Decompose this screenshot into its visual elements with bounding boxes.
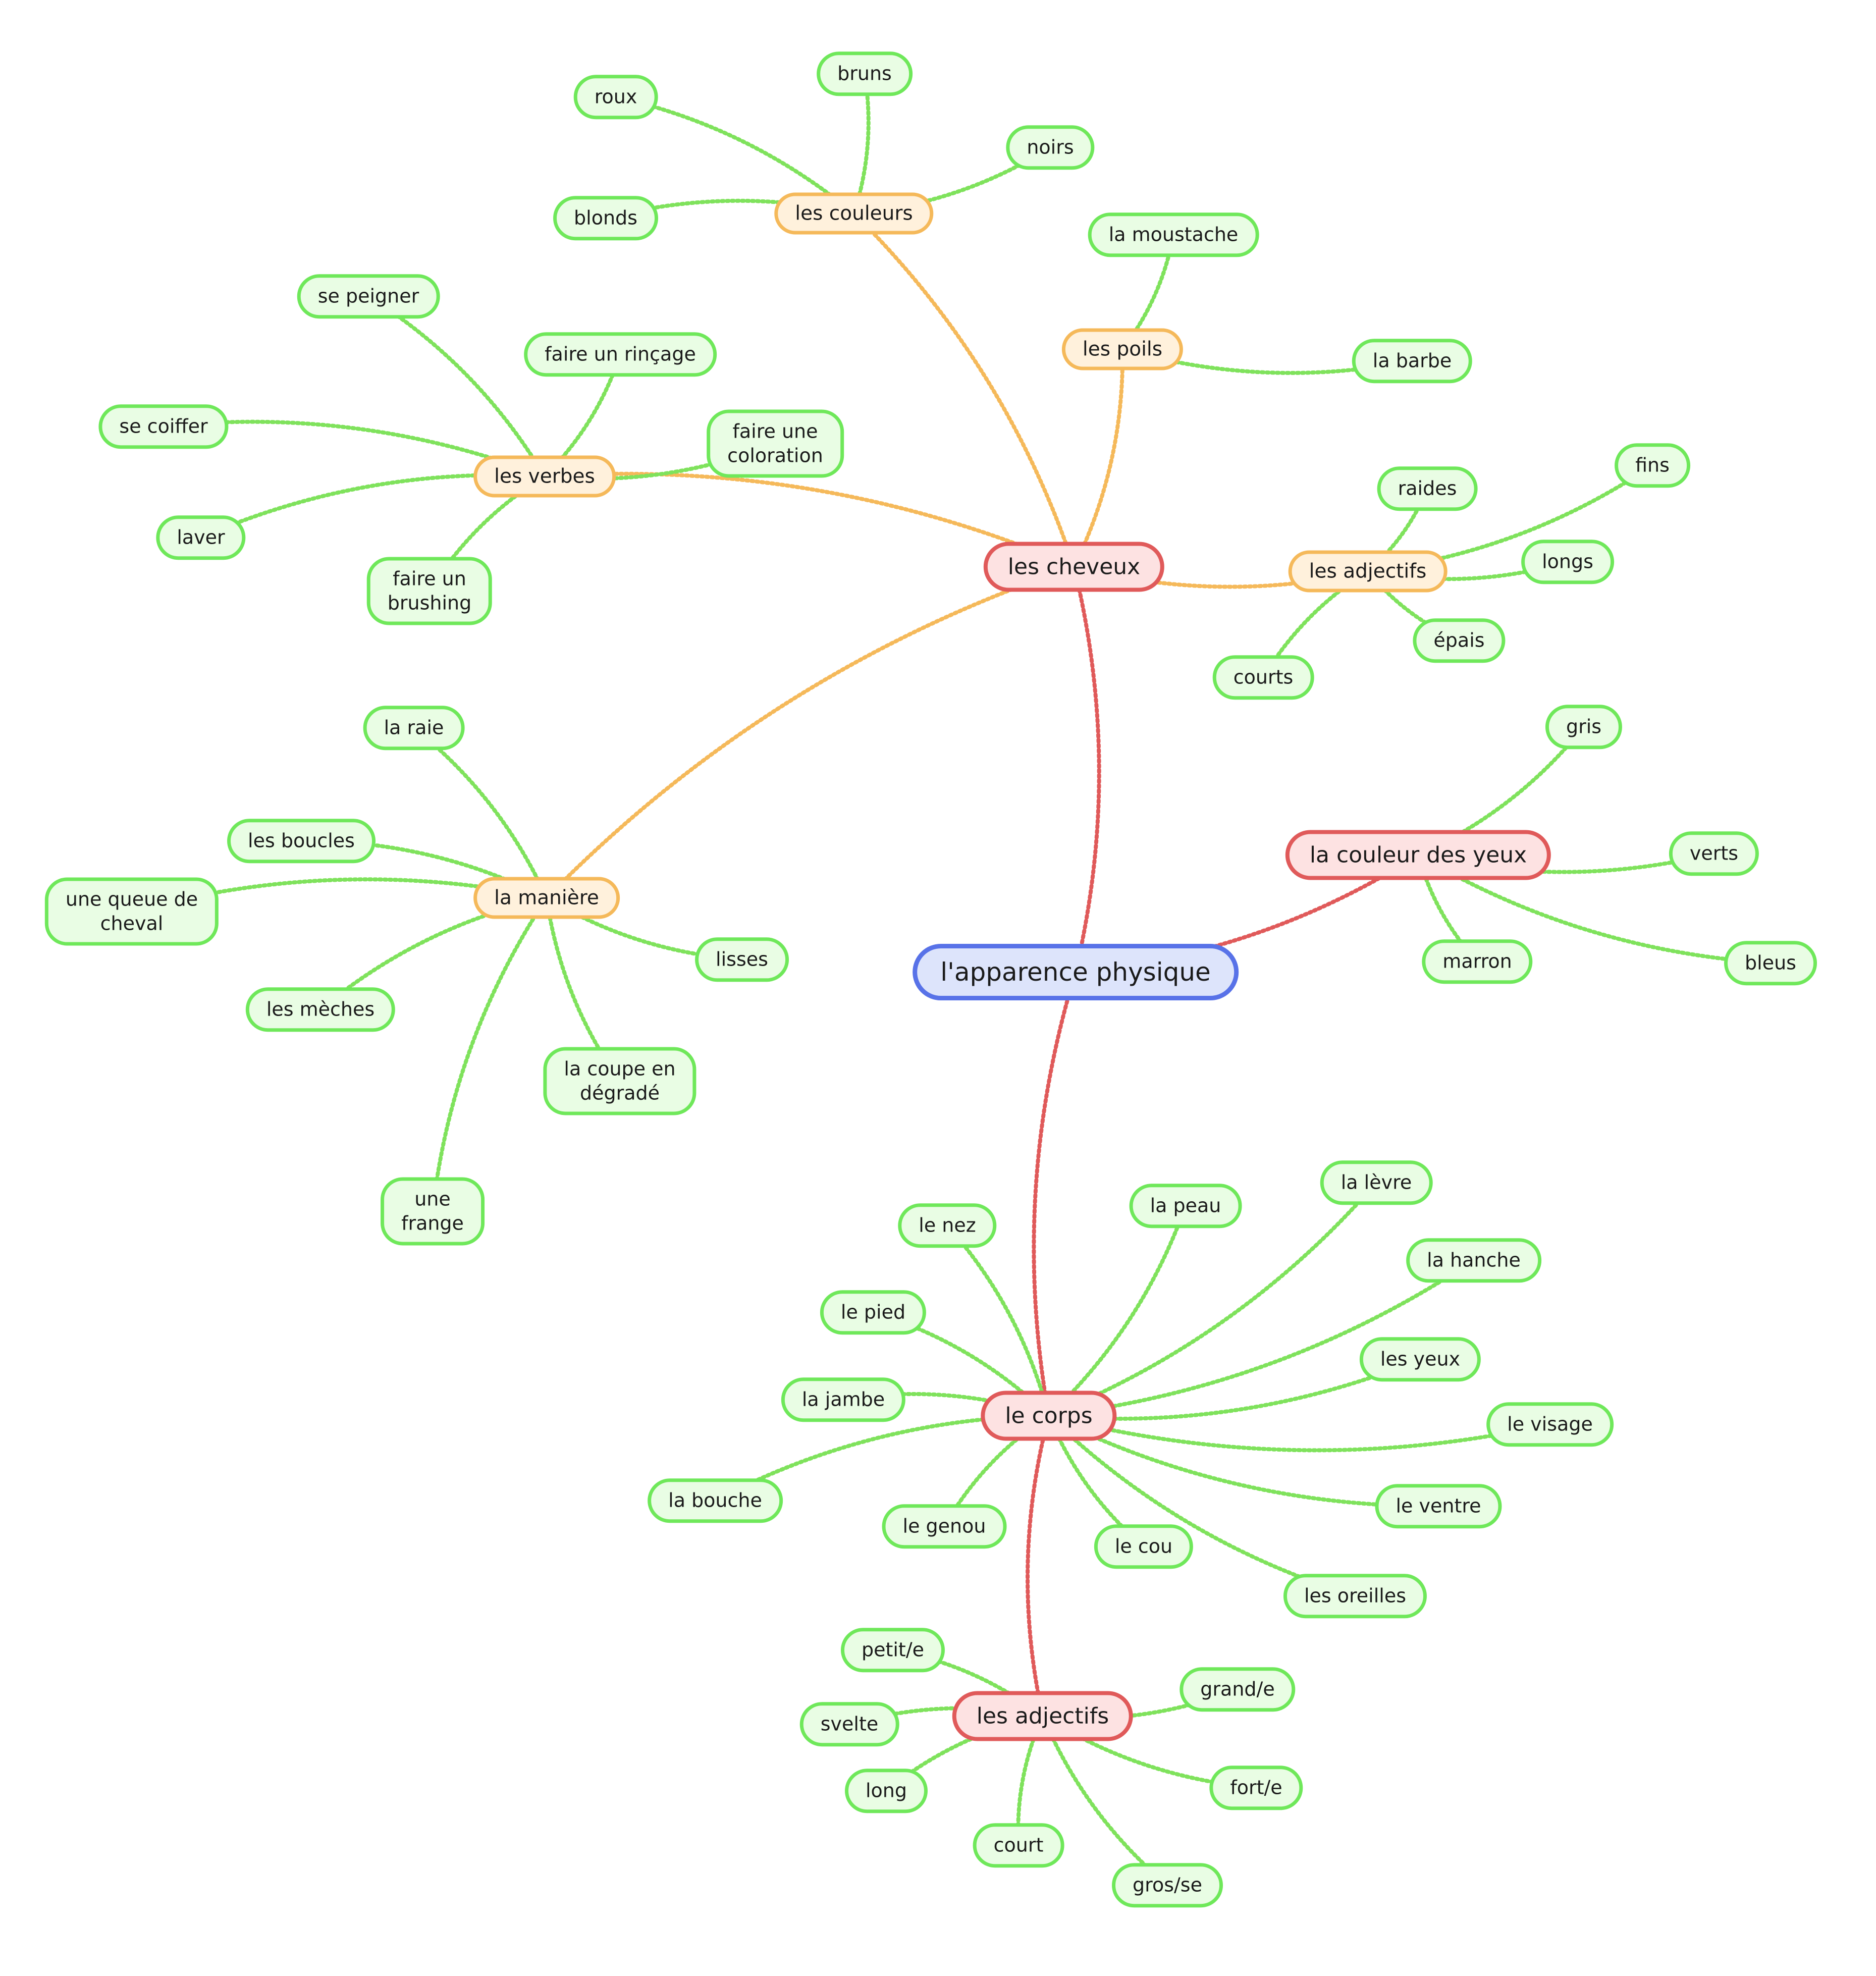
link-cheveux-verbes <box>543 471 1076 569</box>
link-root-cheveux <box>1072 565 1101 974</box>
leaf-node-longs[interactable]: longs <box>1521 540 1614 584</box>
leaf-node-raides[interactable]: raides <box>1377 466 1478 511</box>
leaf-node-noirs[interactable]: noirs <box>1006 125 1095 170</box>
link-corps-hanche <box>1047 1258 1476 1418</box>
link-corps-adjcorps <box>1026 1414 1051 1718</box>
sub-node-la-maniere[interactable]: la manière <box>473 877 620 919</box>
leaf-node-se-coiffer[interactable]: se coiffer <box>98 404 229 449</box>
leaf-node-les-yeux[interactable]: les yeux <box>1359 1337 1481 1381</box>
link-corps-nez <box>945 1223 1051 1418</box>
leaf-node-epais[interactable]: épais <box>1413 618 1506 663</box>
link-cheveux-maniere <box>545 565 1076 900</box>
leaf-node-bleus[interactable]: bleus <box>1724 941 1817 985</box>
sub-node-les-poils[interactable]: les poils <box>1061 328 1184 370</box>
link-yeux-bleus <box>1416 853 1773 965</box>
sub-node-les-couleurs[interactable]: les couleurs <box>774 192 934 235</box>
leaf-node-gros-se[interactable]: gros/se <box>1112 1863 1223 1907</box>
leaf-node-la-raie[interactable]: la raie <box>363 706 465 750</box>
sub-node-les-adjectifs[interactable]: les adjectifs <box>1288 550 1448 593</box>
leaf-node-la-bouche[interactable]: la bouche <box>648 1478 783 1523</box>
leaf-node-fort-e[interactable]: fort/e <box>1209 1766 1303 1810</box>
leaf-node-faire-un-rincage[interactable]: faire un rinçage <box>524 332 717 377</box>
leaf-node-le-visage[interactable]: le visage <box>1486 1402 1614 1447</box>
link-maniere-frange <box>431 896 549 1213</box>
leaf-node-la-levre[interactable]: la lèvre <box>1320 1160 1433 1205</box>
leaf-node-la-peau[interactable]: la peau <box>1129 1184 1242 1228</box>
main-node-les-cheveux[interactable]: les cheveux <box>983 542 1165 592</box>
leaf-node-long[interactable]: long <box>844 1769 928 1813</box>
leaf-node-roux[interactable]: roux <box>573 75 658 119</box>
link-cheveux-couleurs <box>852 211 1076 569</box>
leaf-node-le-cou[interactable]: le cou <box>1094 1524 1194 1569</box>
leaf-node-la-moustache[interactable]: la moustache <box>1088 212 1259 257</box>
leaf-node-laver[interactable]: laver <box>156 515 246 560</box>
link-maniere-raie <box>412 726 549 900</box>
link-adjcorps-gros <box>1041 1714 1169 1887</box>
link-corps-levre <box>1047 1181 1378 1418</box>
leaf-node-une-queue-de-cheval[interactable]: une queue de cheval <box>44 877 219 946</box>
main-node-le-corps[interactable]: le corps <box>981 1391 1117 1441</box>
leaf-node-se-peigner[interactable]: se peigner <box>297 274 440 318</box>
link-corps-visage <box>1047 1414 1552 1453</box>
leaf-node-une-frange[interactable]: une frange <box>381 1177 485 1246</box>
root-node-l-apparence-physique[interactable]: l'apparence physique <box>913 944 1239 1000</box>
leaf-node-courts[interactable]: courts <box>1212 655 1314 700</box>
leaf-node-bruns[interactable]: bruns <box>817 51 913 96</box>
leaf-node-la-hanche[interactable]: la hanche <box>1406 1238 1541 1283</box>
leaf-node-les-meches[interactable]: les mèches <box>245 987 396 1032</box>
leaf-node-fins[interactable]: fins <box>1615 443 1690 488</box>
main-node-la-couleur-des-yeux[interactable]: la couleur des yeux <box>1285 830 1551 880</box>
leaf-node-le-pied[interactable]: le pied <box>820 1290 927 1334</box>
leaf-node-blonds[interactable]: blonds <box>553 196 658 240</box>
leaf-node-svelte[interactable]: svelte <box>799 1702 899 1746</box>
leaf-node-verts[interactable]: verts <box>1669 831 1759 876</box>
leaf-node-court[interactable]: court <box>973 1823 1064 1867</box>
leaf-node-les-boucles[interactable]: les boucles <box>227 819 376 863</box>
leaf-node-gris[interactable]: gris <box>1545 705 1623 749</box>
leaf-node-grand-e[interactable]: grand/e <box>1180 1667 1296 1712</box>
link-cheveux-poils <box>1072 347 1125 569</box>
leaf-node-la-coupe-en-degrade[interactable]: la coupe en dégradé <box>543 1047 696 1115</box>
leaf-node-marron[interactable]: marron <box>1422 939 1533 984</box>
leaf-node-la-jambe[interactable]: la jambe <box>781 1377 906 1422</box>
leaf-node-le-ventre[interactable]: le ventre <box>1375 1484 1502 1528</box>
link-root-corps <box>1032 970 1078 1418</box>
main-node-les-adjectifs[interactable]: les adjectifs <box>952 1691 1134 1741</box>
leaf-node-les-oreilles[interactable]: les oreilles <box>1283 1574 1427 1618</box>
leaf-node-lisses[interactable]: lisses <box>695 937 789 982</box>
leaf-node-faire-un-brushing[interactable]: faire un brushing <box>366 557 493 625</box>
leaf-node-faire-une-coloration[interactable]: faire une coloration <box>707 409 844 478</box>
leaf-node-la-barbe[interactable]: la barbe <box>1352 339 1473 383</box>
link-corps-peau <box>1047 1204 1188 1418</box>
leaf-node-petit-e[interactable]: petit/e <box>840 1628 945 1672</box>
leaf-node-le-nez[interactable]: le nez <box>898 1203 997 1248</box>
leaf-node-le-genou[interactable]: le genou <box>882 1504 1007 1548</box>
sub-node-les-verbes[interactable]: les verbes <box>473 455 616 498</box>
